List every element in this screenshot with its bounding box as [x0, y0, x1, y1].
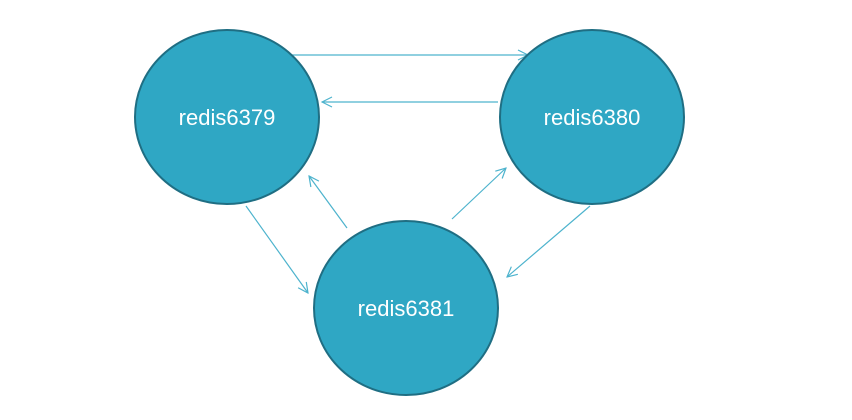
- node-redis6381: redis6381: [313, 220, 499, 396]
- node-redis6380: redis6380: [499, 29, 685, 205]
- edge-redis6381-to-redis6379: [309, 176, 348, 229]
- edge-redis6379-to-redis6381: [245, 205, 308, 293]
- edge-redis6381-to-redis6380: [451, 168, 506, 220]
- node-circle: [134, 29, 320, 205]
- node-label: redis6379: [179, 105, 276, 130]
- edges-group: [245, 55, 591, 293]
- node-circle: [499, 29, 685, 205]
- node-redis6379: redis6379: [134, 29, 320, 205]
- node-circle: [313, 220, 499, 396]
- edge-redis6380-to-redis6381: [507, 205, 591, 277]
- node-label: redis6381: [358, 296, 455, 321]
- node-label: redis6380: [544, 105, 641, 130]
